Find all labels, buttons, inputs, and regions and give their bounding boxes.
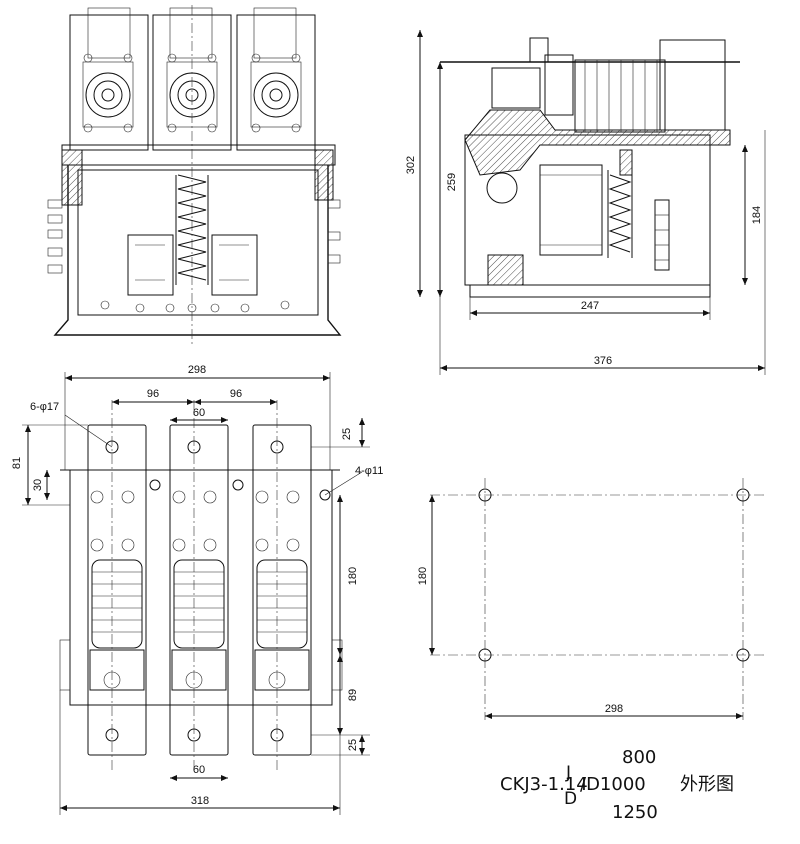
dim-60-bottom: 60 xyxy=(193,764,205,776)
bottom-pole-2 xyxy=(169,424,229,756)
dim-376: 376 xyxy=(594,355,612,367)
dim-318: 318 xyxy=(191,795,209,807)
mount-hole xyxy=(478,648,492,662)
mount-hole xyxy=(478,488,492,502)
rating-1250: 1250 xyxy=(612,802,658,823)
dim-89: 89 xyxy=(347,689,359,701)
mounting-pattern-view xyxy=(430,478,765,720)
front-view xyxy=(47,5,342,345)
front-bottom-bolts xyxy=(100,300,290,313)
subscript-d: D xyxy=(564,789,577,809)
dim-298-top: 298 xyxy=(188,364,206,376)
rating-d1000: /D1000 xyxy=(580,774,646,795)
rating-800: 800 xyxy=(622,747,656,768)
dim-180-side: 180 xyxy=(347,567,359,585)
dim-96-left: 96 xyxy=(147,388,159,400)
dim-25-top: 25 xyxy=(341,428,353,440)
side-view xyxy=(440,37,740,298)
dim-81: 81 xyxy=(11,457,23,469)
hole-label-6-phi17: 6-φ17 xyxy=(30,401,59,413)
bottom-view xyxy=(59,400,343,770)
mount-hole xyxy=(736,488,750,502)
dim-184: 184 xyxy=(751,206,763,224)
bottom-pole-3 xyxy=(252,424,312,756)
aux-contact-right xyxy=(211,234,258,296)
dim-180-mount: 180 xyxy=(417,567,429,585)
left-terminal-stack xyxy=(47,199,63,274)
mount-hole xyxy=(736,648,750,662)
dim-25-bottom: 25 xyxy=(347,739,359,751)
caption-outline-drawing: 外形图 xyxy=(680,774,734,795)
dim-96-right: 96 xyxy=(230,388,242,400)
dimension-labels: 302 259 184 247 376 298 96 96 60 6-φ17 4… xyxy=(11,156,763,807)
front-pole-3 xyxy=(236,7,316,151)
aux-contact-left xyxy=(127,234,174,296)
side-bellows xyxy=(574,59,666,133)
model-number: CKJ3-1.14 xyxy=(500,774,588,795)
dimension-lines xyxy=(22,30,766,815)
right-terminal-stack xyxy=(327,199,341,264)
dim-259: 259 xyxy=(446,173,458,191)
title-block: CKJ3-1.14 J D 800 /D1000 1250 外形图 xyxy=(500,747,734,823)
side-coil xyxy=(539,164,603,256)
dim-30: 30 xyxy=(32,479,44,491)
dim-247: 247 xyxy=(581,300,599,312)
subscript-j: J xyxy=(565,763,571,783)
front-pole-1 xyxy=(69,7,149,151)
dim-60-top: 60 xyxy=(193,407,205,419)
dim-298-mount: 298 xyxy=(605,703,623,715)
dim-302: 302 xyxy=(405,156,417,174)
hole-label-4-phi11: 4-φ11 xyxy=(355,465,383,477)
